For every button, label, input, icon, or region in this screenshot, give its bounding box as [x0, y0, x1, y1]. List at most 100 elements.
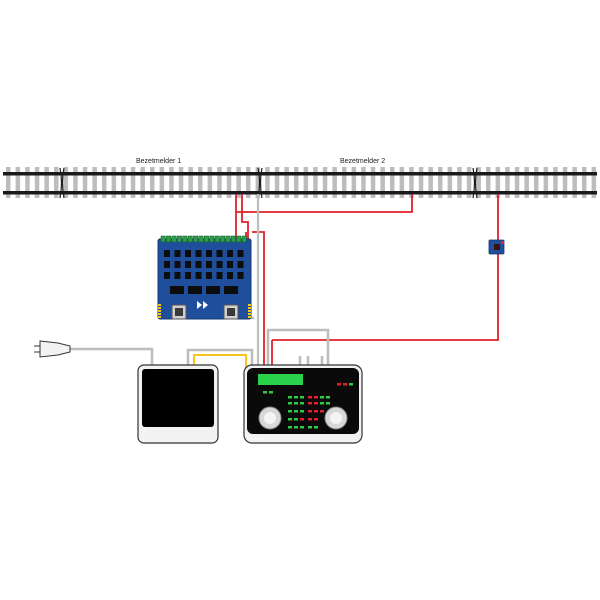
chip	[227, 261, 233, 268]
detector-module	[488, 239, 505, 255]
key	[300, 410, 304, 413]
sleeper	[255, 167, 261, 198]
chip	[206, 261, 212, 268]
sleeper	[303, 167, 309, 198]
sleeper	[82, 167, 88, 198]
key	[326, 402, 330, 405]
isolation-gap-right	[472, 167, 478, 199]
pin	[158, 307, 161, 309]
sleeper	[524, 167, 529, 198]
brand-label: intellibox	[247, 436, 263, 441]
sleeper	[418, 167, 424, 198]
sleeper	[34, 167, 40, 198]
sleeper	[514, 167, 520, 198]
mains-plug-icon	[34, 340, 71, 358]
terminal	[209, 235, 215, 243]
track-sleepers	[6, 167, 597, 198]
sleeper	[313, 167, 318, 198]
chip	[188, 286, 202, 294]
chip	[174, 250, 181, 257]
key	[308, 396, 312, 399]
chip	[174, 272, 181, 279]
sleeper	[73, 167, 78, 198]
key	[294, 396, 298, 399]
chip	[216, 250, 223, 257]
chip	[237, 272, 244, 279]
sleeper	[6, 167, 11, 198]
rail-bottom	[3, 191, 597, 195]
terminal	[203, 235, 209, 243]
sleeper	[390, 167, 395, 198]
sleeper	[332, 167, 337, 198]
board-chips	[164, 250, 244, 294]
command-station: intellibox	[243, 364, 363, 444]
sleeper	[140, 167, 145, 198]
key	[314, 418, 318, 421]
key	[314, 396, 318, 399]
sleeper	[457, 167, 462, 198]
pin	[248, 304, 251, 306]
sleeper	[159, 167, 165, 198]
key	[308, 426, 312, 429]
chip	[185, 261, 191, 268]
sleeper	[226, 167, 232, 198]
sleeper	[438, 167, 443, 198]
key	[300, 402, 304, 405]
chip	[174, 261, 181, 268]
track: Bezetmelder 1 Bezetmelder 2	[3, 158, 597, 199]
sleeper	[54, 167, 59, 198]
isolation-gap-left	[59, 167, 65, 199]
terminal	[171, 235, 177, 243]
chip	[195, 261, 202, 268]
chip	[206, 286, 220, 294]
chip	[216, 261, 223, 268]
sleeper	[399, 167, 405, 198]
terminal	[214, 235, 220, 243]
key	[294, 410, 298, 413]
sleeper	[102, 167, 107, 198]
key	[314, 402, 318, 405]
chip	[164, 250, 170, 257]
sleeper	[361, 167, 366, 198]
section-2-label: Bezetmelder 2	[340, 158, 385, 165]
sleeper	[284, 167, 289, 198]
sleeper	[351, 167, 357, 198]
chip	[185, 272, 191, 279]
sleeper	[409, 167, 414, 198]
sleeper	[495, 167, 501, 198]
terminal	[230, 235, 236, 243]
sleeper	[486, 167, 491, 198]
sleeper	[169, 167, 174, 198]
key	[300, 418, 304, 421]
key	[288, 418, 292, 421]
sleeper	[25, 167, 30, 198]
key	[320, 402, 324, 405]
key	[288, 410, 292, 413]
key	[294, 418, 298, 421]
terminal	[160, 235, 166, 243]
key	[326, 396, 330, 399]
occupancy-detector-board	[157, 235, 252, 320]
chip	[237, 261, 244, 268]
sleeper	[92, 167, 97, 198]
sleeper	[15, 167, 21, 198]
sleeper	[342, 167, 347, 198]
sleeper	[505, 167, 510, 198]
sleeper	[447, 167, 453, 198]
terminal	[193, 235, 199, 243]
key	[288, 402, 292, 405]
terminal	[198, 235, 204, 243]
key	[308, 402, 312, 405]
chip	[216, 272, 223, 279]
chip	[195, 272, 202, 279]
chip	[185, 250, 191, 257]
terminal	[176, 235, 182, 243]
sleeper	[217, 167, 222, 198]
terminal	[220, 235, 226, 243]
key	[308, 418, 312, 421]
key	[314, 426, 318, 429]
feedback-wires	[235, 194, 499, 368]
sleeper	[294, 167, 299, 198]
board-terminals	[160, 235, 247, 243]
sleeper	[188, 167, 193, 198]
